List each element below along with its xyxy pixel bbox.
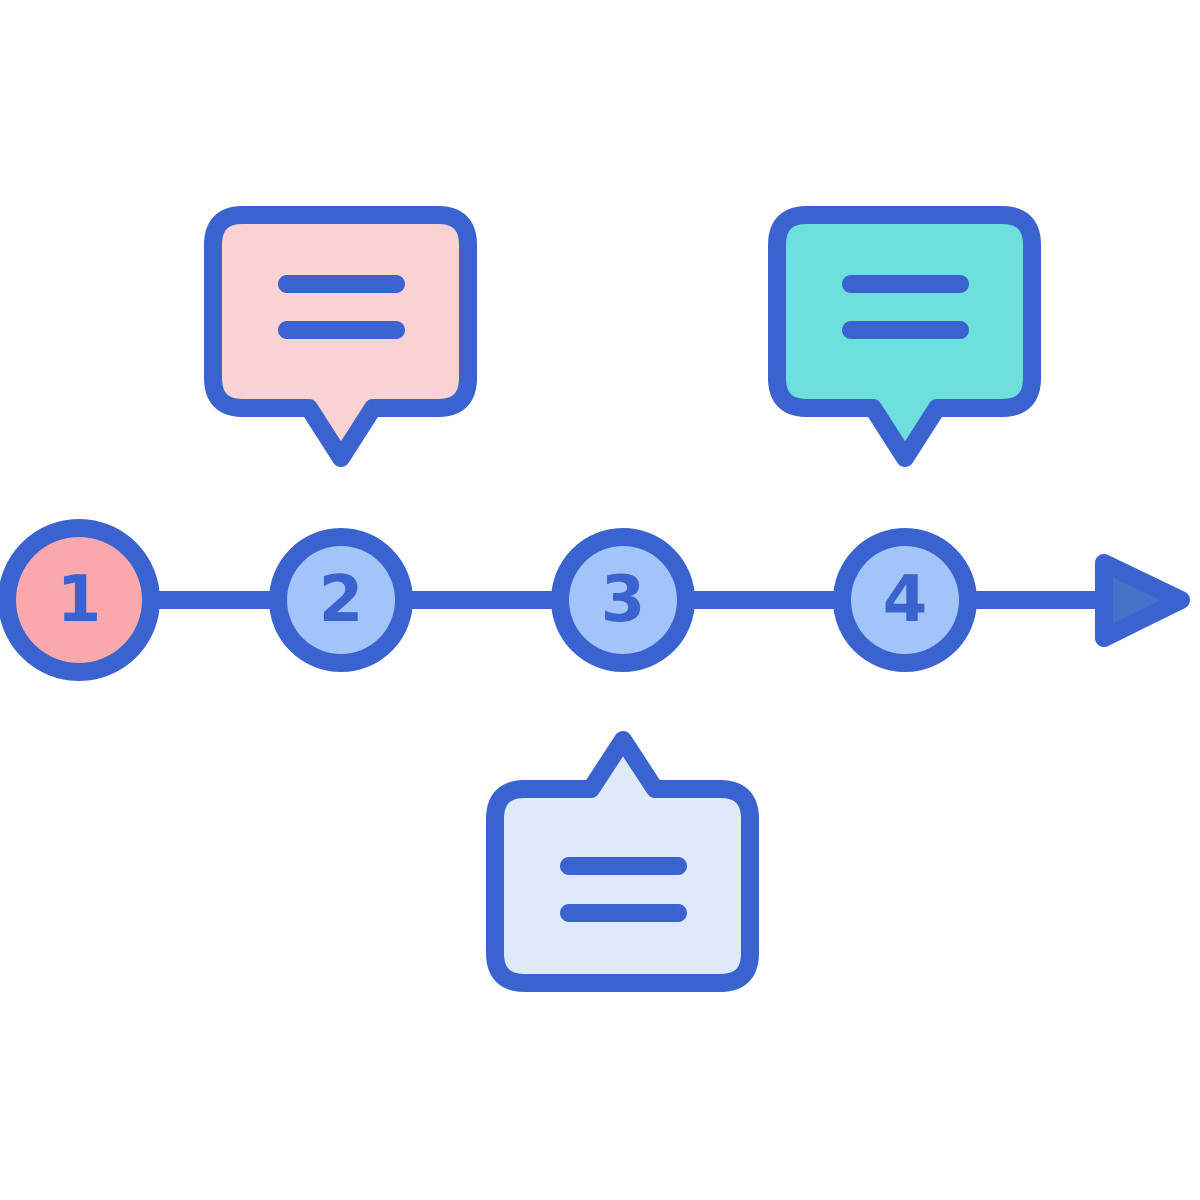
- step-node-2: 2: [269, 528, 413, 672]
- callout-step-3: [486, 731, 759, 992]
- callout-step-2: [204, 206, 477, 467]
- step-node-4: 4: [833, 528, 977, 672]
- step-number: 1: [57, 563, 102, 637]
- step-node-3: 3: [551, 528, 695, 672]
- step-node-1: 1: [0, 519, 160, 681]
- step-number: 3: [601, 563, 646, 637]
- callout-step-4: [768, 206, 1041, 467]
- step-circle: [551, 528, 695, 672]
- step-number: 2: [319, 563, 364, 637]
- step-circle: [0, 519, 160, 681]
- step-circle: [833, 528, 977, 672]
- step-circle: [269, 528, 413, 672]
- step-number: 4: [883, 563, 928, 637]
- arrowhead-icon: [1095, 554, 1190, 647]
